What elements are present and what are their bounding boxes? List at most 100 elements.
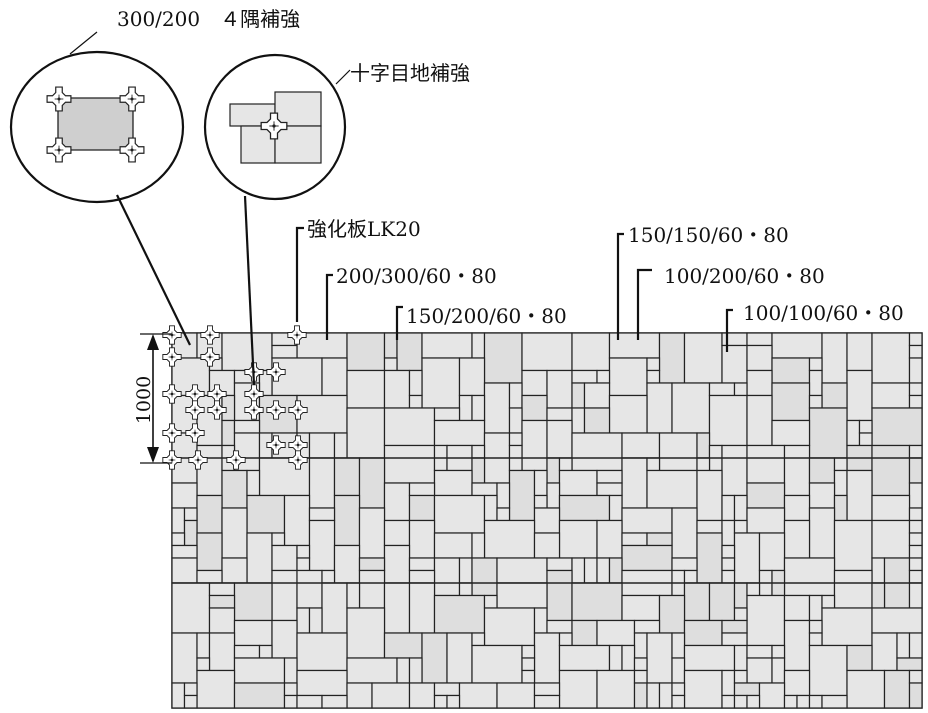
- paver-block: [283, 694, 298, 709]
- paver-block: [558, 494, 611, 522]
- paver-block: [708, 394, 748, 447]
- paver-block: [696, 519, 723, 534]
- paver-block: [521, 369, 548, 397]
- paver-block: [721, 669, 736, 697]
- paver-block: [608, 557, 623, 584]
- paver-block: [871, 582, 886, 609]
- paver-block: [846, 332, 873, 372]
- paver-block: [783, 557, 836, 597]
- paver-block: [171, 557, 198, 584]
- paver-block: [908, 507, 923, 522]
- paver-block: [346, 582, 361, 609]
- paver-block: [171, 544, 198, 559]
- paver-block: [833, 519, 873, 572]
- paver-block: [546, 407, 573, 422]
- paver-block: [483, 594, 498, 609]
- paver-block: [558, 669, 598, 709]
- paver-block: [908, 519, 923, 534]
- paver-block: [646, 532, 673, 547]
- paver-block: [308, 519, 336, 572]
- paver-block: [321, 569, 336, 584]
- paver-block: [908, 357, 923, 384]
- paver-block: [733, 607, 748, 622]
- paver-block: [521, 669, 536, 684]
- paver-block: [558, 632, 573, 647]
- paver-block: [846, 669, 886, 709]
- paver-block: [596, 469, 623, 484]
- paver-block: [233, 419, 261, 434]
- paver-block: [821, 594, 836, 609]
- paver-block: [908, 482, 923, 509]
- paver-block: [458, 582, 473, 597]
- paver-block: [496, 557, 548, 584]
- paver-block: [871, 382, 911, 409]
- paver-block: [733, 494, 748, 522]
- paver-block: [571, 369, 598, 384]
- paver-block: [208, 594, 236, 609]
- paver-block: [408, 682, 436, 709]
- paver-block: [596, 369, 611, 384]
- paver-block: [471, 457, 486, 484]
- paver-block: [608, 394, 648, 434]
- paver-block: [558, 644, 611, 672]
- paver-block: [808, 357, 823, 372]
- paver-block: [621, 457, 648, 509]
- paver-block: [233, 582, 273, 622]
- paver-block: [471, 332, 486, 359]
- paver-block: [458, 357, 486, 397]
- paver-block: [296, 394, 348, 434]
- paver-block: [346, 332, 386, 372]
- paver-block: [871, 632, 898, 672]
- paver-block: [908, 582, 923, 609]
- paver-block: [783, 444, 811, 497]
- paver-block: [696, 457, 711, 472]
- paver-block: [821, 694, 848, 709]
- size-100-100-label: 100/100/60・80: [743, 301, 904, 325]
- paver-block: [771, 332, 823, 359]
- paver-block: [283, 494, 311, 547]
- paver-block: [458, 682, 498, 709]
- paver-block: [896, 657, 923, 672]
- dimension-arrow-icon: [147, 447, 159, 463]
- paver-block: [671, 682, 686, 697]
- paver-block: [733, 669, 748, 684]
- paver-block: [283, 682, 298, 697]
- paver-block: [683, 619, 723, 647]
- paver-block: [271, 344, 298, 359]
- paver-block: [271, 544, 298, 572]
- paver-block: [808, 369, 823, 397]
- paver-block: [421, 632, 448, 684]
- paver-block: [721, 557, 736, 572]
- paver-block: [721, 694, 736, 709]
- paver-block: [483, 494, 498, 522]
- paver-block: [808, 632, 823, 647]
- paver-block: [296, 632, 348, 672]
- paver-block: [871, 407, 923, 447]
- paver-block: [733, 532, 761, 584]
- paver-block: [808, 507, 836, 559]
- paver-block: [408, 519, 436, 559]
- paver-block: [383, 332, 398, 359]
- paver-block: [446, 694, 461, 709]
- paver-block: [633, 657, 648, 672]
- paver-block: [858, 419, 873, 434]
- paver-block: [908, 632, 923, 659]
- paver-block: [271, 619, 298, 659]
- paver-block: [533, 507, 561, 534]
- paver-block: [621, 644, 636, 672]
- paver-block: [546, 482, 561, 509]
- paver-block: [433, 594, 486, 634]
- paver-block: [846, 469, 873, 522]
- paver-block: [908, 457, 923, 484]
- paver-block: [296, 607, 311, 634]
- paver-block: [383, 444, 436, 484]
- paver-block: [633, 632, 648, 659]
- paver-blocks: [171, 332, 923, 709]
- paver-block: [196, 669, 236, 709]
- paver-block: [183, 519, 198, 547]
- paver-block: [746, 657, 773, 684]
- paver-block: [221, 419, 236, 447]
- paver-block: [571, 382, 586, 409]
- paver-block: [596, 619, 636, 647]
